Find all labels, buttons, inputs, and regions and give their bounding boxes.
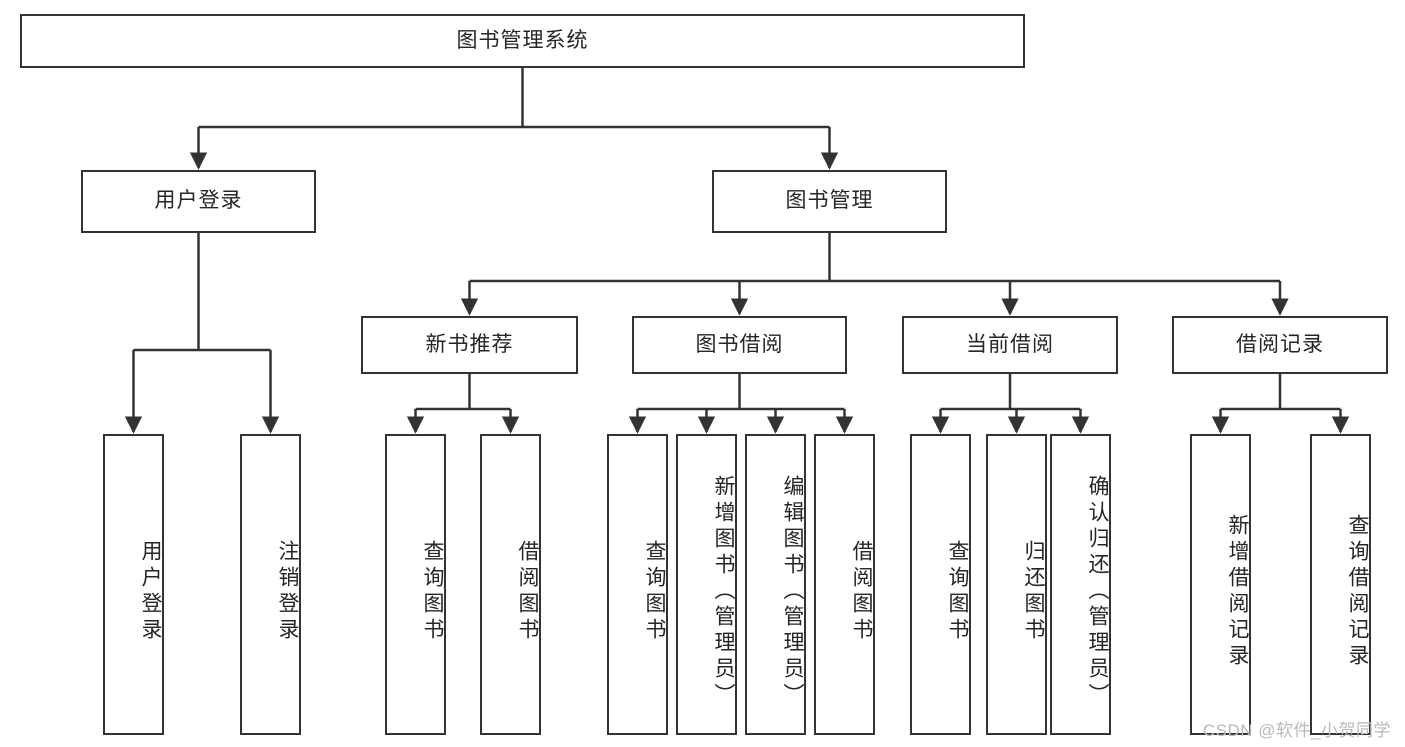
node-borrow-record[interactable]: 借阅记录 <box>1172 316 1388 374</box>
node-book-borrow[interactable]: 图书借阅 <box>632 316 847 374</box>
node-label: 查询图书 <box>643 539 666 644</box>
node-label: 借阅图书 <box>850 539 873 644</box>
node-label: 借阅记录 <box>1236 332 1324 356</box>
node-label: 图书管理系统 <box>456 28 589 52</box>
node-label: 用户登录 <box>154 189 243 213</box>
node-leaf-edit-book[interactable]: 编辑图书（管理员） <box>745 434 806 735</box>
node-label: 用户登录 <box>139 539 162 644</box>
node-leaf-confirm-return[interactable]: 确认归还（管理员） <box>1050 434 1111 735</box>
node-label: 编辑图书（管理员） <box>781 474 804 709</box>
node-leaf-add-record[interactable]: 新增借阅记录 <box>1190 434 1251 735</box>
node-leaf-add-book[interactable]: 新增图书（管理员） <box>676 434 737 735</box>
node-label: 归还图书 <box>1022 539 1045 644</box>
node-label: 借阅图书 <box>516 539 539 644</box>
node-leaf-user-login[interactable]: 用户登录 <box>103 434 164 735</box>
node-label: 新增图书（管理员） <box>712 474 735 709</box>
node-user-login[interactable]: 用户登录 <box>81 170 316 233</box>
node-label: 查询图书 <box>946 539 969 644</box>
node-label: 注销登录 <box>276 539 299 644</box>
node-label: 查询图书 <box>421 539 444 644</box>
node-label: 新增借阅记录 <box>1226 513 1249 670</box>
node-root[interactable]: 图书管理系统 <box>20 14 1025 68</box>
node-leaf-logout[interactable]: 注销登录 <box>240 434 301 735</box>
node-leaf-query-book-rec[interactable]: 查询图书 <box>385 434 446 735</box>
node-label: 图书管理 <box>785 189 874 213</box>
node-leaf-query-record[interactable]: 查询借阅记录 <box>1310 434 1371 735</box>
node-leaf-borrow-book-rec[interactable]: 借阅图书 <box>480 434 541 735</box>
node-label: 确认归还（管理员） <box>1086 474 1109 709</box>
node-leaf-borrow-book-bb[interactable]: 借阅图书 <box>814 434 875 735</box>
node-new-book-rec[interactable]: 新书推荐 <box>361 316 578 374</box>
node-book-manage[interactable]: 图书管理 <box>712 170 947 233</box>
node-label: 新书推荐 <box>425 332 514 356</box>
node-leaf-query-book-cb[interactable]: 查询图书 <box>910 434 971 735</box>
node-label: 查询借阅记录 <box>1346 513 1369 670</box>
node-leaf-query-book-bb[interactable]: 查询图书 <box>607 434 668 735</box>
node-leaf-return-book[interactable]: 归还图书 <box>986 434 1047 735</box>
node-current-borrow[interactable]: 当前借阅 <box>902 316 1118 374</box>
node-label: 当前借阅 <box>966 332 1054 356</box>
node-label: 图书借阅 <box>695 332 784 356</box>
